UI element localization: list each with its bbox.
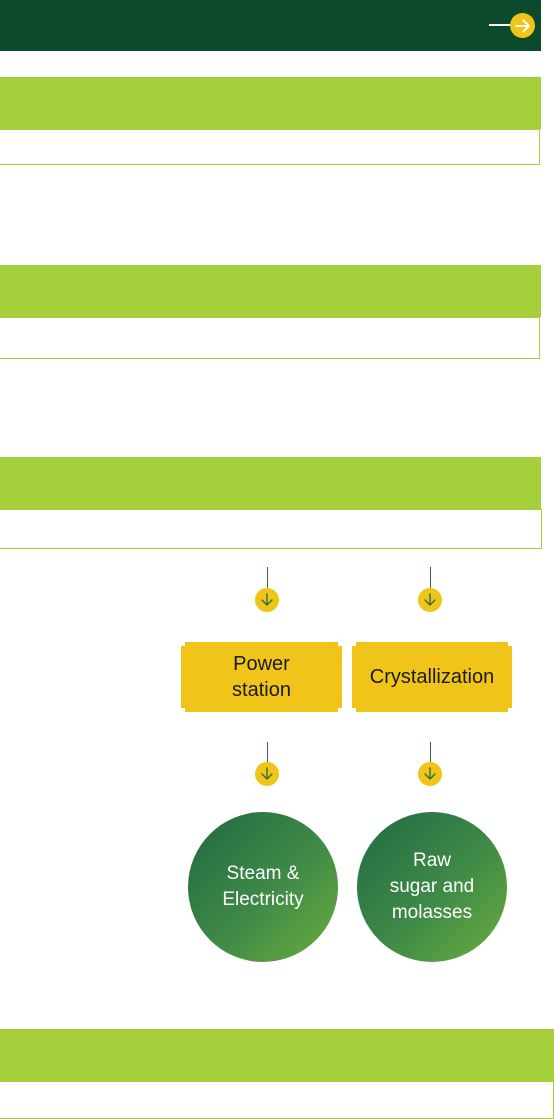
connector-line <box>267 567 268 591</box>
arrow-right-icon[interactable] <box>510 13 535 38</box>
arrow-down-icon <box>255 588 279 612</box>
section-3-header[interactable] <box>0 457 541 509</box>
section-2-header[interactable] <box>0 265 541 317</box>
section-1-header[interactable] <box>0 77 541 129</box>
section-4-header[interactable] <box>0 1029 554 1081</box>
section-3-body <box>0 509 542 549</box>
section-2-body <box>0 317 540 359</box>
arrow-down-icon <box>255 762 279 786</box>
section-4-body <box>0 1081 554 1119</box>
connector-line <box>430 567 431 591</box>
steam-electricity-circle: Steam & Electricity <box>188 812 338 962</box>
arrow-line <box>489 24 511 26</box>
connector-line <box>267 742 268 766</box>
arrow-down-icon <box>418 588 442 612</box>
section-1-body <box>0 129 540 165</box>
connector-line <box>430 742 431 766</box>
arrow-down-icon <box>418 762 442 786</box>
top-bar <box>0 0 541 51</box>
raw-sugar-molasses-circle: Raw sugar and molasses <box>357 812 507 962</box>
power-station-box: Power station <box>181 642 342 712</box>
crystallization-box: Crystallization <box>352 642 512 712</box>
